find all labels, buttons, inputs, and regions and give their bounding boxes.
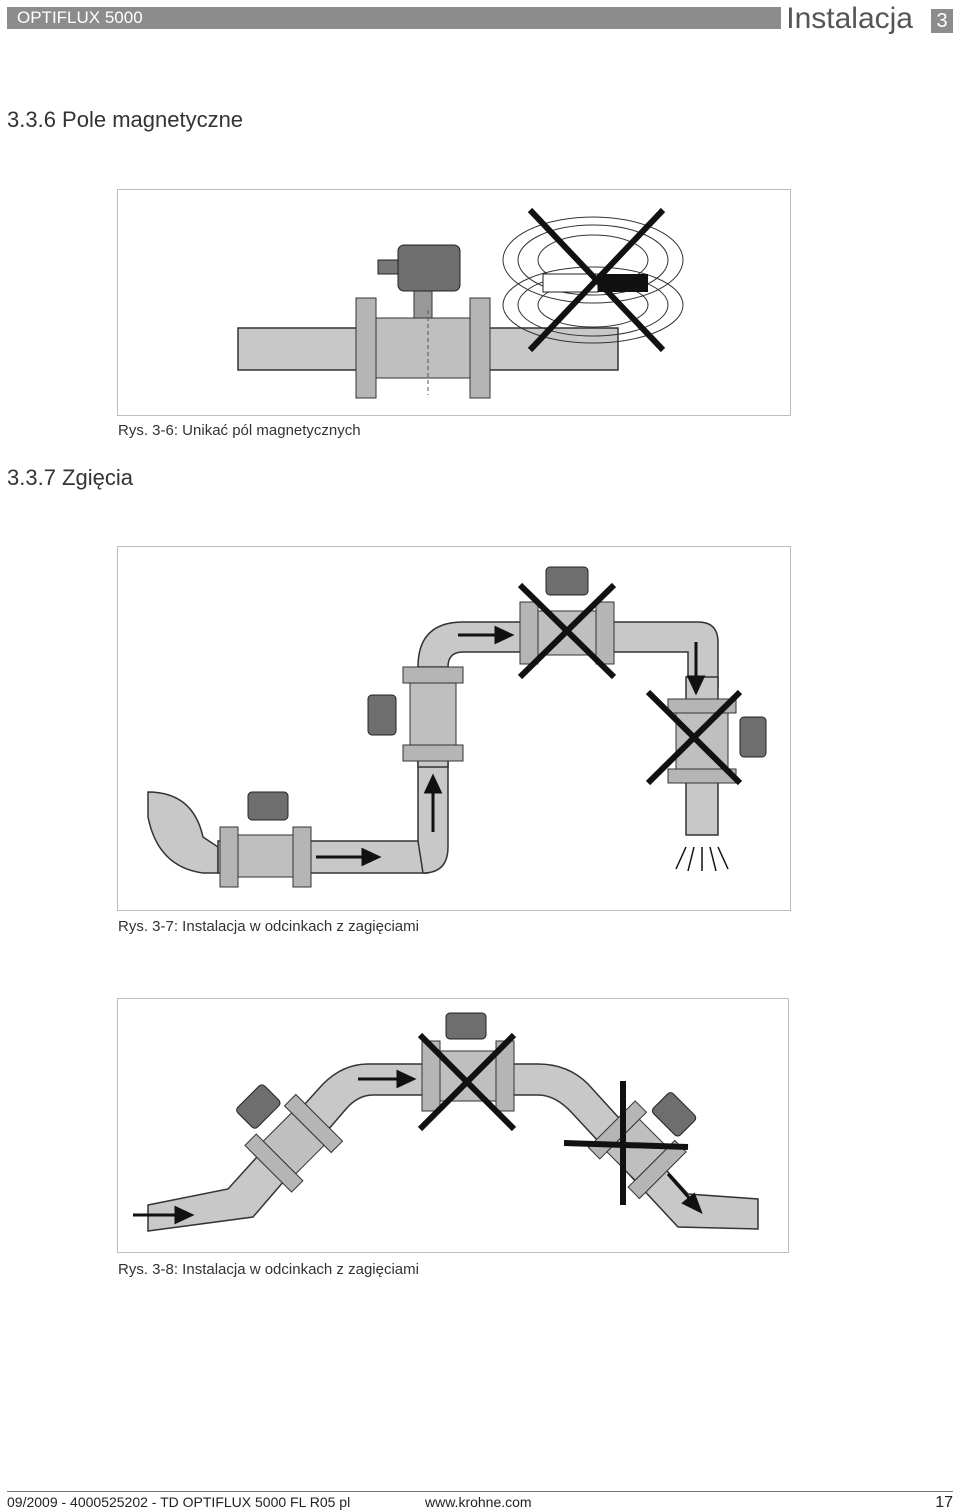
section-heading-bends: 3.3.7 Zgięcia [7,465,133,490]
magnetic-field-illustration [237,207,684,399]
chapter-number: 3 [931,9,953,33]
section-heading-magnetic-field: 3.3.6 Pole magnetyczne [7,107,244,132]
footer-website-link[interactable]: www.krohne.com [425,1494,532,1510]
bends-vertical-illustration [147,566,767,888]
meter-bottom [219,791,312,888]
figure-caption-3-7: Rys. 3-7: Instalacja w odcinkach z zagię… [118,918,419,935]
figure-caption-3-8: Rys. 3-8: Instalacja w odcinkach z zagię… [118,1261,419,1278]
footer-doc-info: 09/2009 - 4000525202 - TD OPTIFLUX 5000 … [7,1494,351,1510]
header-title-area: Instalacja 3 [781,2,953,35]
footer-rule [7,1491,953,1492]
bends-hill-illustration [133,1012,759,1232]
page-number: 17 [935,1494,953,1511]
figure-bends-vertical [117,546,791,911]
figure-magnetic-field [117,189,791,416]
figure-bends-hill [117,998,789,1253]
chapter-title: Instalacja [786,2,913,35]
meter-top [519,566,615,665]
figure-caption-3-6: Rys. 3-6: Unikać pól magnetycznych [118,422,361,439]
meter-left-vertical [367,666,464,762]
product-name: OPTIFLUX 5000 [17,8,143,27]
page-header-bar: OPTIFLUX 5000 Instalacja 3 [7,2,953,35]
